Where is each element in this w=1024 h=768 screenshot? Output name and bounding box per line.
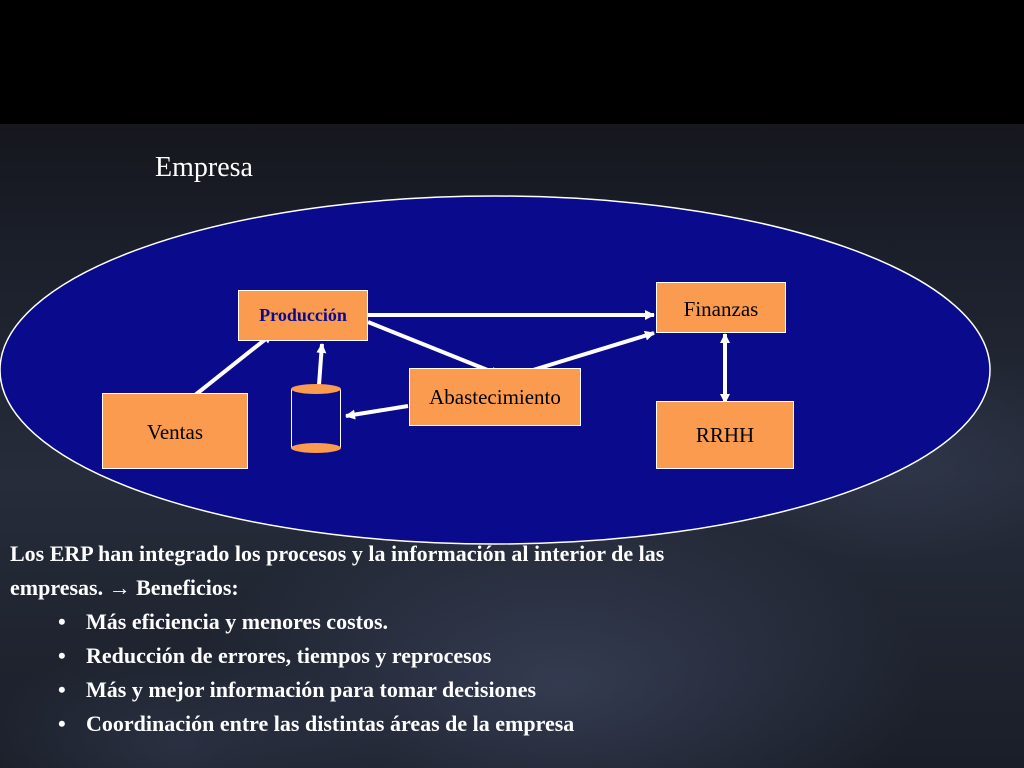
node-finanzas: Finanzas [656, 282, 786, 333]
database-cylinder-bottom [291, 443, 341, 453]
diagram-title: Empresa [155, 152, 253, 183]
bullet-icon: • [58, 643, 66, 668]
intro-line-2-start: empresas. [10, 575, 104, 600]
arrow-db-produccion [316, 343, 327, 386]
benefit-item: • Reducción de errores, tiempos y reproce… [58, 639, 1010, 673]
database-cylinder-body [291, 389, 341, 448]
arrow-abastecimiento-db [345, 404, 409, 420]
arrow-produccion-abastecimiento [367, 320, 501, 377]
bullet-icon: • [58, 711, 66, 736]
database-cylinder-top [291, 384, 341, 394]
benefit-text: Más eficiencia y menores costos. [86, 609, 389, 634]
intro-line-1: Los ERP han integrado los procesos y la … [10, 541, 665, 566]
intro-line-2: empresas. → Beneficios: [10, 571, 1010, 605]
node-rrhh: RRHH [656, 401, 794, 469]
node-abastecimiento: Abastecimiento [409, 368, 581, 426]
arrow-abastecimiento-finanzas [519, 330, 655, 376]
benefit-item: • Más eficiencia y menores costos. [58, 605, 1010, 639]
benefit-item: • Coordinación entre las distintas áreas … [58, 707, 1010, 741]
erp-text-block: Los ERP han integrado los procesos y la … [10, 537, 1010, 741]
top-black-band [0, 0, 1024, 124]
benefits-list: • Más eficiencia y menores costos. • Reduc… [10, 605, 1010, 741]
benefit-text: Reducción de errores, tiempos y reproces… [86, 643, 492, 668]
bullet-icon: • [58, 677, 66, 702]
node-ventas: Ventas [102, 393, 248, 469]
benefit-item: • Más y mejor información para tomar deci… [58, 673, 1010, 707]
benefit-text: Más y mejor información para tomar decis… [86, 677, 537, 702]
right-arrow-icon: → [108, 575, 131, 600]
intro-line-2-end: Beneficios: [136, 575, 239, 600]
benefit-text: Coordinación entre las distintas áreas d… [86, 711, 575, 736]
bullet-icon: • [58, 609, 66, 634]
node-produccion: Producción [238, 290, 368, 341]
